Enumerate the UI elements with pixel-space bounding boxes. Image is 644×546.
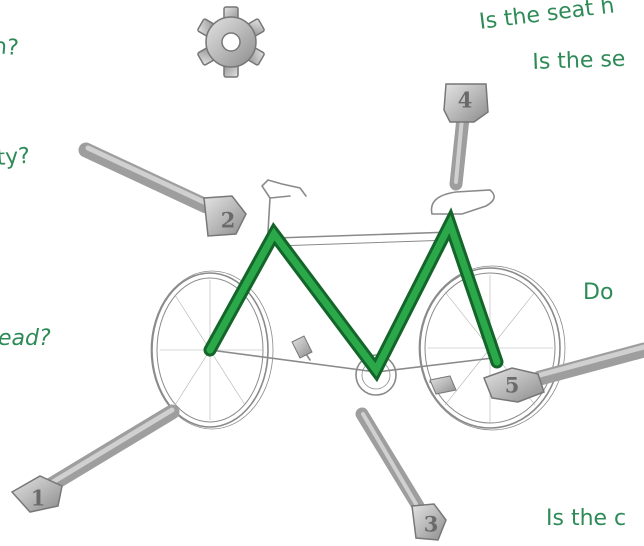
wrench-number-3: 3 bbox=[424, 512, 439, 537]
question-seat-tight: Is the se bbox=[531, 46, 626, 75]
pedal-wrench-left bbox=[291, 335, 313, 359]
wrench-number-2: 2 bbox=[221, 208, 236, 233]
question-chain: Is the c bbox=[546, 506, 627, 531]
wrench-number-4: 4 bbox=[458, 88, 473, 113]
wrench-1 bbox=[10, 404, 180, 513]
question-left-3: ead? bbox=[0, 326, 51, 351]
wrench-number-1: 1 bbox=[31, 486, 46, 511]
pedal-wrench-right bbox=[429, 375, 457, 395]
question-left-1: n? bbox=[0, 34, 20, 62]
question-right-1: Do bbox=[583, 280, 614, 305]
wrench-3 bbox=[355, 407, 447, 541]
wrench-4 bbox=[443, 83, 489, 191]
gear-icon bbox=[197, 6, 265, 78]
wrench-5 bbox=[483, 342, 644, 403]
wrench-number-5: 5 bbox=[505, 373, 520, 398]
question-left-2: ty? bbox=[0, 143, 31, 171]
bicycle-sketch bbox=[150, 179, 566, 431]
wrench-2 bbox=[78, 142, 247, 237]
